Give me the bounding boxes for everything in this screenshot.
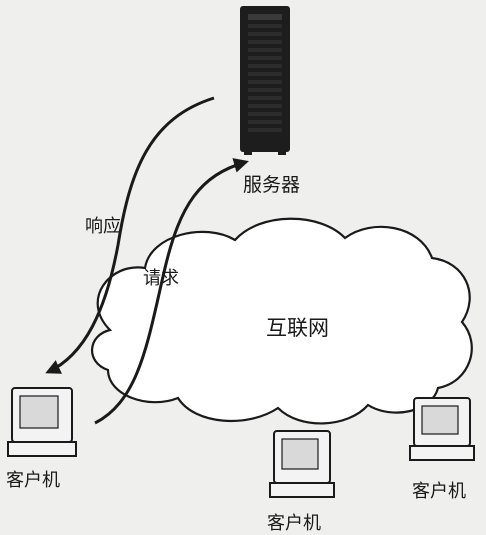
client-right-computer-icon xyxy=(409,397,475,461)
request-arrow xyxy=(94,158,249,425)
server-icon xyxy=(240,6,290,155)
client-bottom-computer-icon xyxy=(269,430,335,498)
client-bottom-label: 客户机 xyxy=(267,513,321,534)
server-label: 服务器 xyxy=(243,174,301,196)
internet-label: 互联网 xyxy=(266,316,329,340)
response-arrow xyxy=(45,96,215,374)
response-label: 响应 xyxy=(85,216,121,237)
internet-cloud xyxy=(91,217,473,425)
client-left-computer-icon xyxy=(7,387,77,457)
client-right-label: 客户机 xyxy=(412,481,466,502)
request-label: 请求 xyxy=(143,268,179,289)
client-left-label: 客户机 xyxy=(6,470,60,491)
